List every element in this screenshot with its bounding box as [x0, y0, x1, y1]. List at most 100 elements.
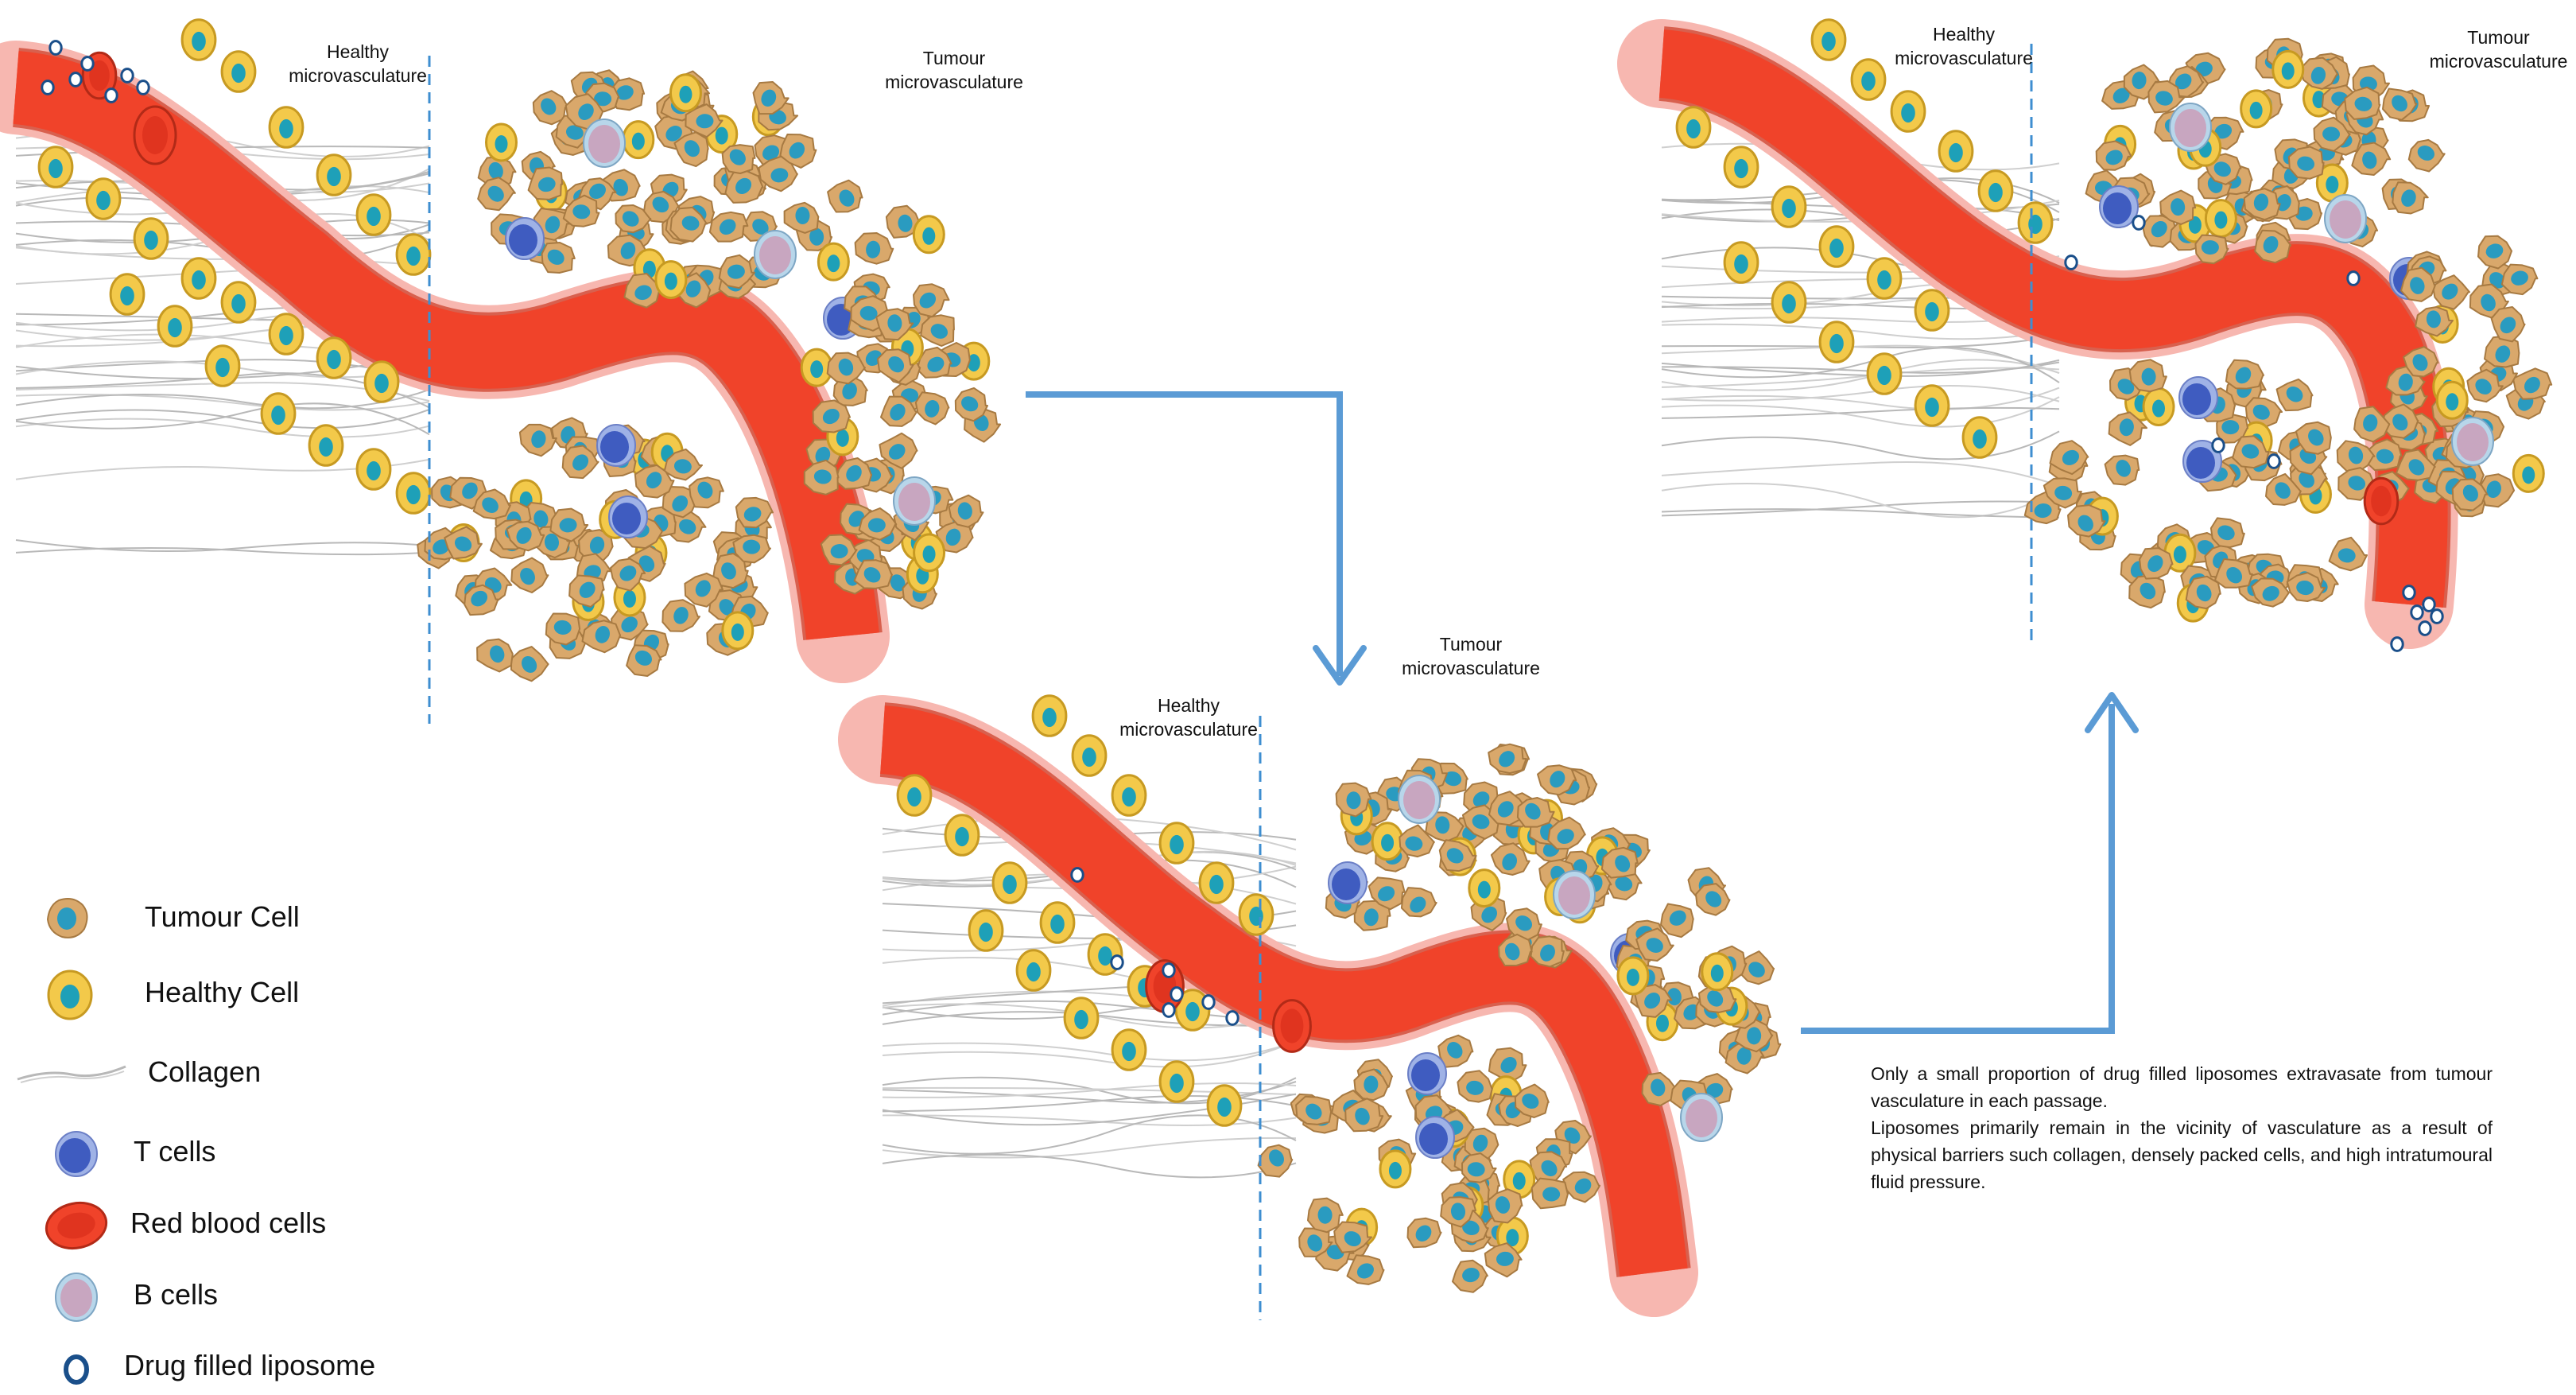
liposome — [2133, 216, 2144, 230]
healthy-nucleus — [1861, 72, 1876, 91]
healthy-nucleus — [1925, 302, 1939, 321]
healthy-nucleus — [1901, 103, 1915, 122]
healthy-nucleus — [1513, 1172, 1526, 1190]
collagen-fiber — [1662, 462, 2059, 486]
healthy-nucleus — [810, 360, 823, 378]
healthy-nucleus — [1821, 32, 1836, 51]
healthy-nucleus — [279, 119, 293, 138]
healthy-nucleus — [632, 133, 645, 150]
b-cell-core — [759, 236, 791, 274]
healthy-nucleus — [2250, 102, 2263, 119]
liposome — [2392, 638, 2403, 651]
b-cell-core — [2457, 423, 2489, 461]
panel1-healthy-label: Healthymicrovasculature — [278, 40, 437, 87]
healthy-nucleus — [955, 827, 969, 846]
liposome — [2419, 622, 2431, 635]
healthy-nucleus — [495, 135, 507, 153]
healthy-nucleus — [827, 255, 840, 272]
healthy-nucleus — [1170, 1074, 1184, 1093]
healthy-nucleus — [665, 273, 677, 290]
healthy-nucleus — [2326, 176, 2338, 193]
note-line-1: Only a small proportion of drug filled l… — [1871, 1060, 2493, 1114]
healthy-nucleus — [979, 923, 993, 942]
healthy-nucleus — [1122, 787, 1136, 806]
collagen-fiber — [883, 1155, 1296, 1177]
liposome — [50, 41, 61, 55]
healthy-nucleus — [327, 167, 341, 186]
red-blood-cell-center — [1281, 1008, 1304, 1043]
healthy-nucleus — [1082, 748, 1096, 767]
collagen-fiber — [883, 1041, 1296, 1060]
note-line-2: Liposomes primarily remain in the vicini… — [1871, 1114, 2493, 1195]
liposome — [1171, 988, 1182, 1001]
liposome — [2348, 272, 2359, 286]
liposome — [2423, 598, 2434, 612]
collagen-icon — [16, 1046, 127, 1102]
liposome — [2431, 610, 2442, 624]
liposome — [1111, 956, 1123, 970]
healthy-nucleus — [120, 286, 134, 305]
healthy-nucleus — [907, 787, 921, 806]
healthy-nucleus — [679, 86, 692, 103]
healthy-nucleus — [1829, 334, 1844, 353]
healthy-nucleus — [1734, 159, 1748, 178]
healthy-nucleus — [1782, 199, 1796, 218]
liposome — [1163, 964, 1174, 977]
panel1-tumour-label: Tumourmicrovasculature — [875, 46, 1034, 94]
healthy-nucleus — [923, 546, 936, 563]
liposome — [2066, 256, 2077, 270]
healthy-nucleus — [48, 159, 63, 178]
healthy-nucleus — [922, 227, 935, 245]
panel3-healthy-label: Healthymicrovasculature — [1884, 22, 2043, 70]
arrow-1-line — [1026, 394, 1340, 676]
t-cell-core — [2103, 192, 2132, 224]
liposome — [1227, 1012, 1238, 1025]
healthy-nucleus — [1829, 239, 1844, 258]
healthy-nucleus — [367, 461, 381, 480]
healthy-nucleus — [1782, 294, 1796, 313]
healthy-nucleus — [1686, 119, 1701, 138]
liposome — [2268, 455, 2279, 468]
healthy-nucleus — [144, 231, 158, 250]
panel-2 — [883, 696, 1780, 1320]
t-cell-core — [1332, 868, 1360, 900]
tumour-cell-icon — [35, 891, 114, 946]
t-cell-core — [612, 503, 641, 534]
healthy-nucleus — [1170, 835, 1184, 854]
healthy-nucleus — [1042, 708, 1057, 727]
tumour-nucleus — [2202, 240, 2219, 255]
red-blood-cell-icon — [35, 1197, 114, 1253]
healthy-nucleus — [623, 590, 636, 608]
liposome — [70, 73, 81, 87]
liposome — [1163, 1004, 1174, 1017]
liposome — [1203, 996, 1214, 1009]
t-cell-core — [1419, 1123, 1448, 1155]
liposome — [138, 81, 149, 95]
healthy-nucleus — [2446, 393, 2458, 410]
collagen-fiber — [1662, 386, 2059, 402]
healthy-nucleus — [1217, 1098, 1232, 1117]
b-cell-core — [2174, 109, 2206, 147]
liposome — [2213, 439, 2224, 453]
panel3-tumour-label: Tumourmicrovasculature — [2421, 25, 2576, 73]
t-cell-core — [509, 224, 537, 256]
t-cell-core — [2186, 447, 2215, 479]
healthy-nucleus — [2522, 466, 2535, 484]
liposome — [2411, 606, 2423, 620]
t-cell-core — [2182, 383, 2211, 415]
collagen-fiber — [883, 1138, 1296, 1158]
liposome — [1072, 868, 1083, 882]
healthy-nucleus — [1877, 366, 1891, 385]
healthy-nucleus — [2152, 400, 2165, 418]
healthy-nucleus — [1185, 1002, 1200, 1021]
collagen-fiber — [16, 403, 429, 434]
liposome — [42, 81, 53, 95]
collagen-fiber — [1662, 346, 2059, 373]
healthy-nucleus — [231, 294, 246, 313]
healthy-nucleus — [1925, 398, 1939, 417]
healthy-nucleus — [1627, 969, 1639, 986]
b-cell-icon — [35, 1269, 114, 1324]
healthy-nucleus — [1026, 962, 1041, 981]
healthy-nucleus — [192, 270, 206, 289]
